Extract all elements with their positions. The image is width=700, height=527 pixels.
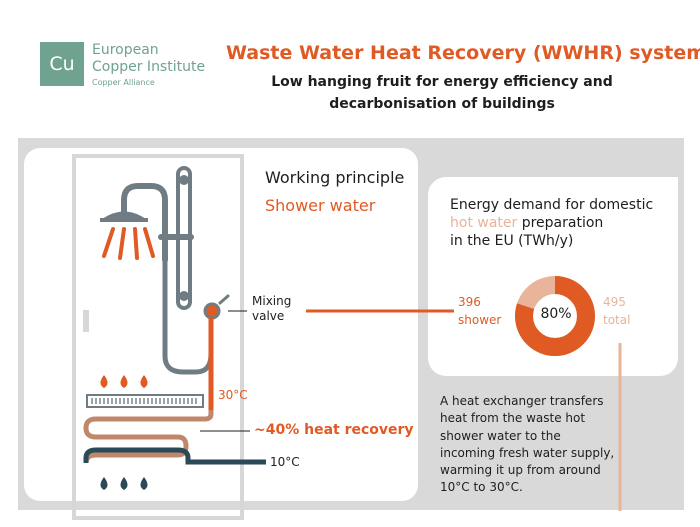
valve-handle [218, 294, 230, 305]
total-demand: 495 total [603, 293, 630, 329]
heat-recovery-label: ~40% heat recovery [254, 422, 414, 438]
working-principle-subheading: Shower water [265, 196, 376, 215]
logo-tagline: Copper Alliance [92, 78, 155, 87]
mixing-valve-label-line2: valve [252, 309, 285, 323]
hot-drop-icon [100, 375, 108, 388]
total-demand-label: total [603, 313, 631, 327]
shower-enclosure [72, 154, 244, 520]
mixing-valve-icon [203, 302, 221, 320]
shower-arm [121, 183, 168, 263]
subtitle-line1: Low hanging fruit for energy efficiency … [271, 74, 613, 90]
logo-symbol: Cu [40, 42, 84, 86]
cold-drop-icon [140, 477, 148, 490]
hot-drop-icon [120, 375, 128, 388]
logo-name-line2: Copper Institute [92, 59, 206, 75]
subtitle-line2: decarbonisation of buildings [329, 96, 555, 112]
hot-water-highlight: hot water [450, 215, 518, 231]
shower-head-icon [102, 211, 146, 219]
mixing-valve-label: Mixing valve [252, 294, 291, 324]
hot-drop-icon [140, 375, 148, 388]
rail-holder [158, 234, 194, 240]
working-principle-heading: Working principle [265, 168, 405, 187]
heat-exchanger-copper-pipe [83, 410, 214, 464]
drain-grate-slots [91, 398, 197, 404]
energy-demand-title-line2: hot water preparation [450, 214, 670, 232]
energy-demand-title: Energy demand for domestic hot water pre… [450, 196, 670, 250]
cold-temperature-label: 10°C [270, 455, 300, 469]
enclosure-handle [83, 310, 89, 332]
donut-share-label: 80% [540, 306, 572, 322]
shower-demand-label: shower [458, 313, 502, 327]
description-text: A heat exchanger transfers heat from the… [440, 394, 615, 495]
mixing-valve-label-line1: Mixing [252, 294, 292, 308]
page-title: Waste Water Heat Recovery (WWHR) systems [226, 42, 700, 64]
page-subtitle: Low hanging fruit for energy efficiency … [262, 71, 622, 115]
donut-shower-ring [515, 276, 595, 356]
energy-demand-title-line1: Energy demand for domestic [450, 197, 654, 213]
logo: Cu European Copper Institute Copper Alli… [40, 42, 220, 92]
energy-demand-title-line3: in the EU (TWh/y) [450, 233, 574, 249]
hot-spray-icon [102, 227, 155, 260]
logo-name-line1: European [92, 42, 159, 58]
rail-bracket-bottom [179, 291, 189, 301]
hot-temperature-label: 30°C [218, 388, 248, 402]
shower-head-plate [100, 218, 148, 222]
energy-demand-title-line2-rest: preparation [517, 215, 604, 231]
working-principle-card [24, 148, 418, 501]
shower-demand-value: 396 [458, 295, 481, 309]
shower-demand: 396 shower [458, 293, 501, 329]
cold-drop-icon [120, 477, 128, 490]
rail-bracket-top [179, 175, 189, 185]
total-demand-value: 495 [603, 295, 626, 309]
cold-water-pipe [83, 447, 266, 465]
cold-drop-icon [100, 477, 108, 490]
